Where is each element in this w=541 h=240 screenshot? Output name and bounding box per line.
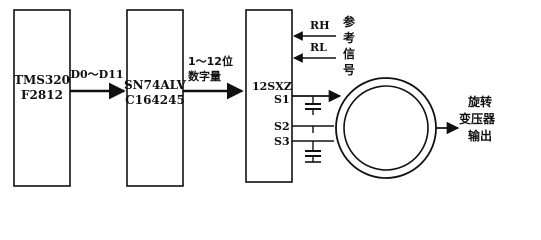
dsp-label-line1: TMS320 — [14, 73, 70, 87]
resolver-wiring — [292, 89, 342, 163]
resolver: 旋转 变压器 输出 — [335, 77, 496, 179]
buffer-block: SN74ALV C164245 — [124, 9, 187, 187]
converter-block: 12SXZ S1 S2 S3 — [245, 9, 293, 183]
resolver-output-line2: 变压器 — [459, 111, 496, 126]
dsp-label-line2: F2812 — [21, 88, 63, 102]
reference-char-4: 号 — [343, 62, 355, 77]
converter-label: 12SXZ — [252, 80, 292, 93]
resolver-output-line3: 输出 — [468, 128, 492, 143]
bus-label-digital: 数字量 — [188, 69, 221, 83]
reference-char-3: 信 — [343, 46, 355, 61]
bus-label-bits: 1～12位 — [188, 54, 233, 68]
resolver-interface-diagram: TMS320 F2812 D0～D11 SN74ALV C164245 1～12… — [13, 9, 496, 187]
port-s2-label: S2 — [274, 120, 290, 133]
reference-char-1: 参 — [343, 14, 356, 29]
port-rh-label: RH — [310, 19, 330, 32]
reference-inputs: RH RL 参 考 信 号 — [293, 14, 356, 77]
bus-dsp-to-buffer: D0～D11 — [70, 68, 126, 100]
dsp-block: TMS320 F2812 — [13, 9, 71, 187]
port-s1-label: S1 — [274, 93, 290, 106]
bus-label-d0-d11: D0～D11 — [70, 68, 123, 81]
bus-buffer-to-converter: 1～12位 数字量 — [183, 54, 244, 100]
buffer-label-line1: SN74ALV — [124, 78, 187, 92]
port-rl-label: RL — [310, 41, 327, 54]
reference-char-2: 考 — [343, 30, 355, 45]
buffer-label-line2: C164245 — [125, 93, 185, 107]
port-s3-label: S3 — [274, 135, 290, 148]
resolver-output-line1: 旋转 — [467, 94, 492, 109]
